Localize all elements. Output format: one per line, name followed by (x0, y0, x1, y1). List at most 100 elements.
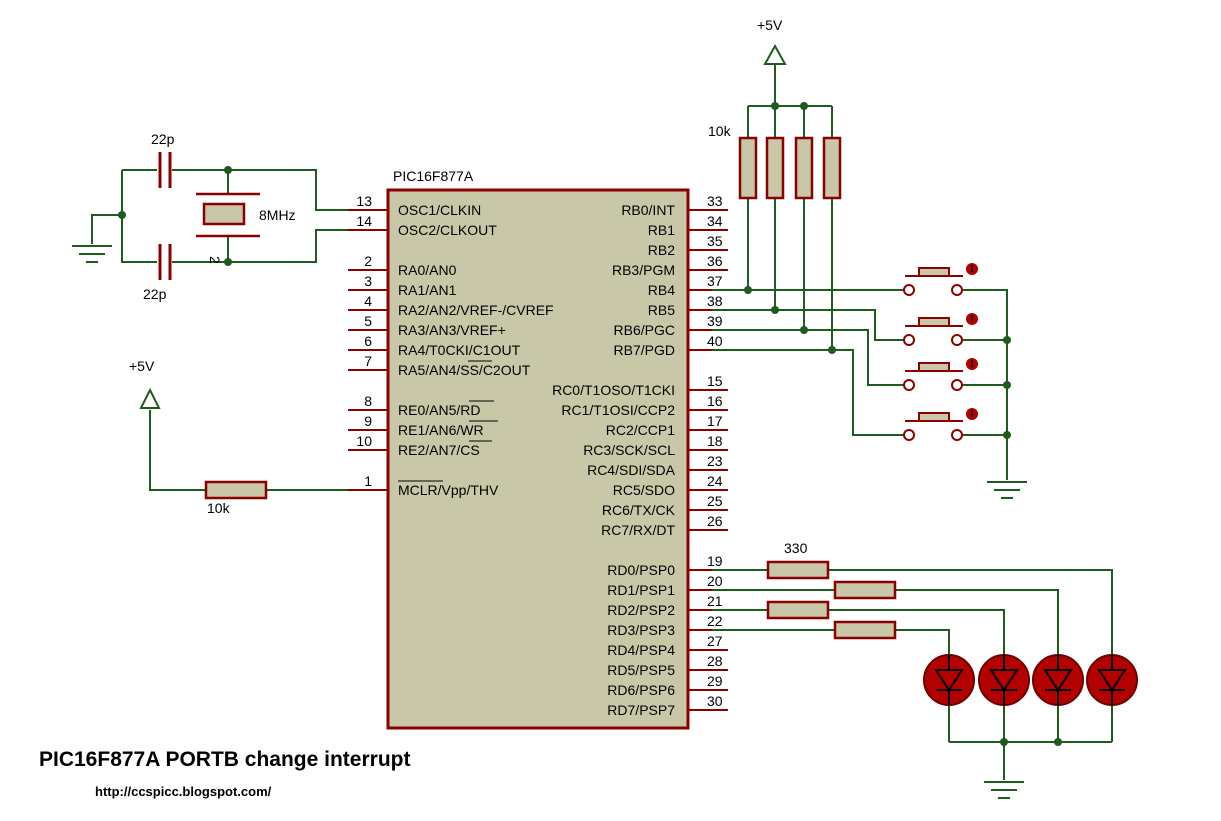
pin-number: 15 (707, 373, 723, 389)
pin-label: RB2 (648, 242, 675, 258)
vcc-left-label: +5V (129, 358, 155, 374)
pin-number: 29 (707, 673, 723, 689)
pin-number: 30 (707, 693, 723, 709)
pullup-resistor-rb4 (738, 136, 758, 200)
left-pins: 13OSC1/CLKIN14OSC2/CLKOUT2RA0/AN03RA1/AN… (348, 193, 554, 498)
pullup-res-label: 10k (708, 123, 732, 139)
pin-number: 37 (707, 273, 723, 289)
pin-label: RB0/INT (621, 202, 675, 218)
led-resistor-rd2 (766, 600, 830, 620)
crystal (196, 192, 260, 238)
pin-label: RC6/TX/CK (602, 502, 676, 518)
pin-number: 34 (707, 213, 723, 229)
junction-dot (224, 166, 232, 174)
pin-label: OSC1/CLKIN (398, 202, 481, 218)
push-button (903, 263, 978, 296)
pin-label: RB3/PGM (612, 262, 675, 278)
cap-top-label: 22p (151, 131, 175, 147)
pin-label: RD5/PSP5 (607, 662, 675, 678)
pin-label: RA2/AN2/VREF-/CVREF (398, 302, 554, 318)
ground-symbol-buttons (987, 481, 1027, 499)
vcc-arrow-top (763, 43, 787, 65)
pin-label: RC5/SDO (613, 482, 675, 498)
pin-label: RA0/AN0 (398, 262, 457, 278)
diagram-title: PIC16F877A PORTB change interrupt (39, 748, 410, 771)
pin-label: RD7/PSP7 (607, 702, 675, 718)
pin-number: 13 (356, 193, 372, 209)
pin-label: RD6/PSP6 (607, 682, 675, 698)
pin-number: 7 (364, 353, 372, 369)
pin-label: RD4/PSP4 (607, 642, 675, 658)
ground-symbol-oscillator (72, 245, 112, 263)
pin-number: 3 (364, 273, 372, 289)
pin-number: 21 (707, 593, 723, 609)
cap-bottom-label: 22p (143, 286, 167, 302)
pin-number: 14 (356, 213, 372, 229)
pin-number: 9 (364, 413, 372, 429)
pin-label: RA5/AN4/SS/C2OUT (398, 362, 531, 378)
pin-number: 5 (364, 313, 372, 329)
pin-label: RD1/PSP1 (607, 582, 675, 598)
pin-label: RD3/PSP3 (607, 622, 675, 638)
led (978, 654, 1030, 706)
pullup-network: +5V 10k (708, 17, 1027, 499)
pin-number: 8 (364, 393, 372, 409)
pin-number: 1 (364, 473, 372, 489)
microcontroller: PIC16F877A 13OSC1/CLKIN14OSC2/CLKOUT2RA0… (348, 168, 728, 730)
pin-label: RC1/T1OSI/CCP2 (561, 402, 675, 418)
oscillator-circuit (91, 169, 348, 263)
pin-number: 18 (707, 433, 723, 449)
pin-label: MCLR/Vpp/THV (398, 482, 499, 498)
pin-label: RB5 (648, 302, 675, 318)
crystal-pin-label: 2 (207, 256, 223, 264)
led (1032, 654, 1084, 706)
pin-label: RC2/CCP1 (606, 422, 675, 438)
pin-number: 2 (364, 253, 372, 269)
mclr-resistor (204, 480, 268, 500)
led-network: 330 (712, 540, 1138, 799)
pin-label: RB1 (648, 222, 675, 238)
pin-label: RA4/T0CKI/C1OUT (398, 342, 521, 358)
pin-label: RC0/T1OSO/T1CKI (552, 382, 675, 398)
pin-number: 27 (707, 633, 723, 649)
chip-name: PIC16F877A (393, 168, 474, 184)
mclr-circuit: +5V 10k (129, 358, 348, 516)
pin-number: 20 (707, 573, 723, 589)
led-resistor-rd1 (833, 580, 897, 600)
pin-number: 28 (707, 653, 723, 669)
pin-label: RD2/PSP2 (607, 602, 675, 618)
pin-label: RA1/AN1 (398, 282, 457, 298)
push-button (903, 358, 978, 391)
pin-number: 24 (707, 473, 723, 489)
pin-number: 17 (707, 413, 723, 429)
pin-number: 39 (707, 313, 723, 329)
push-button (903, 408, 978, 441)
capacitor-top (158, 152, 172, 188)
led (923, 654, 975, 706)
pin-label: RD0/PSP0 (607, 562, 675, 578)
pin-number: 35 (707, 233, 723, 249)
